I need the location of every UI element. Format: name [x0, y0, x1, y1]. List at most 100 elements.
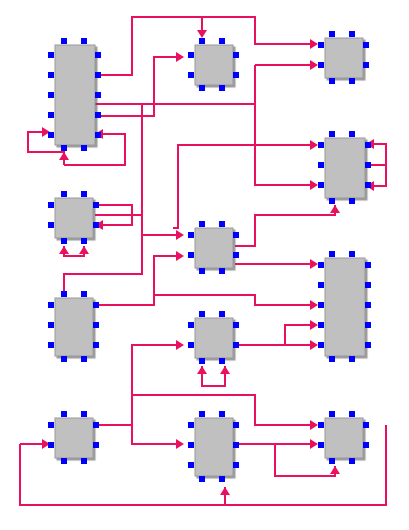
port-bottom[interactable] — [199, 476, 205, 482]
port-top[interactable] — [199, 311, 205, 317]
block-body[interactable] — [194, 317, 234, 359]
port-right[interactable] — [363, 62, 369, 68]
port-left[interactable] — [318, 42, 324, 48]
port-top[interactable] — [219, 221, 225, 227]
block-f[interactable] — [188, 221, 239, 274]
port-left[interactable] — [188, 422, 194, 428]
wire-a-down-to-g[interactable] — [63, 104, 143, 295]
block-k[interactable] — [48, 411, 99, 464]
port-bottom[interactable] — [349, 356, 355, 362]
port-top[interactable] — [199, 221, 205, 227]
port-left[interactable] — [318, 342, 324, 348]
port-bottom[interactable] — [329, 458, 335, 464]
port-bottom[interactable] — [219, 476, 225, 482]
port-left[interactable] — [188, 72, 194, 78]
port-left[interactable] — [318, 422, 324, 428]
port-bottom[interactable] — [329, 356, 335, 362]
port-right[interactable] — [95, 52, 101, 58]
port-right[interactable] — [233, 462, 239, 468]
port-left[interactable] — [318, 182, 324, 188]
port-left[interactable] — [318, 442, 324, 448]
port-left[interactable] — [318, 62, 324, 68]
port-bottom[interactable] — [349, 198, 355, 204]
port-right[interactable] — [95, 112, 101, 118]
port-top[interactable] — [61, 191, 67, 197]
wire-loop-right-of-a[interactable] — [64, 133, 126, 166]
port-right[interactable] — [365, 282, 371, 288]
wire-k-to-j[interactable] — [95, 344, 182, 426]
port-right[interactable] — [233, 342, 239, 348]
port-bottom[interactable] — [219, 85, 225, 91]
block-body[interactable] — [194, 417, 234, 477]
port-bottom[interactable] — [81, 145, 87, 151]
port-top[interactable] — [329, 31, 335, 37]
block-body[interactable] — [54, 417, 94, 459]
port-right[interactable] — [365, 322, 371, 328]
block-i[interactable] — [318, 251, 371, 362]
block-l[interactable] — [188, 411, 239, 482]
port-top[interactable] — [329, 251, 335, 257]
port-top[interactable] — [219, 411, 225, 417]
port-right[interactable] — [365, 182, 371, 188]
port-left[interactable] — [188, 322, 194, 328]
port-bottom[interactable] — [219, 268, 225, 274]
port-top[interactable] — [329, 411, 335, 417]
port-right[interactable] — [233, 52, 239, 58]
wire-bus-to-h[interactable] — [254, 104, 316, 186]
port-bottom[interactable] — [219, 358, 225, 364]
wire-g-to-f[interactable] — [95, 255, 182, 306]
port-top[interactable] — [81, 411, 87, 417]
port-bottom[interactable] — [61, 145, 67, 151]
port-right[interactable] — [233, 442, 239, 448]
port-right[interactable] — [365, 142, 371, 148]
port-left[interactable] — [48, 52, 54, 58]
port-top[interactable] — [81, 38, 87, 44]
port-left[interactable] — [318, 282, 324, 288]
port-left[interactable] — [318, 322, 324, 328]
port-top[interactable] — [219, 311, 225, 317]
port-right[interactable] — [233, 322, 239, 328]
port-left[interactable] — [188, 232, 194, 238]
port-right[interactable] — [93, 322, 99, 328]
wire-feedback-to-a[interactable] — [95, 56, 182, 117]
port-right[interactable] — [233, 252, 239, 258]
port-bottom[interactable] — [61, 238, 67, 244]
port-bottom[interactable] — [61, 458, 67, 464]
port-right[interactable] — [363, 442, 369, 448]
wire-g-to-i[interactable] — [154, 294, 316, 306]
wire-a-to-b-top[interactable] — [95, 16, 203, 76]
port-top[interactable] — [199, 411, 205, 417]
port-right[interactable] — [93, 342, 99, 348]
port-right[interactable] — [363, 422, 369, 428]
port-right[interactable] — [365, 162, 371, 168]
port-left[interactable] — [318, 142, 324, 148]
port-right[interactable] — [93, 222, 99, 228]
block-c[interactable] — [318, 31, 369, 84]
port-top[interactable] — [349, 411, 355, 417]
port-right[interactable] — [93, 302, 99, 308]
port-left[interactable] — [48, 442, 54, 448]
port-right[interactable] — [363, 42, 369, 48]
port-top[interactable] — [81, 291, 87, 297]
port-bottom[interactable] — [81, 356, 87, 362]
block-m[interactable] — [318, 411, 369, 464]
port-left[interactable] — [48, 92, 54, 98]
port-left[interactable] — [188, 52, 194, 58]
port-bottom[interactable] — [349, 458, 355, 464]
port-left[interactable] — [48, 422, 54, 428]
wire-bottom-feedback[interactable] — [19, 425, 387, 506]
port-right[interactable] — [93, 442, 99, 448]
port-top[interactable] — [199, 38, 205, 44]
port-right[interactable] — [93, 202, 99, 208]
port-left[interactable] — [188, 342, 194, 348]
block-body[interactable] — [324, 137, 366, 199]
block-body[interactable] — [324, 37, 364, 79]
port-bottom[interactable] — [199, 358, 205, 364]
port-right[interactable] — [93, 422, 99, 428]
port-right[interactable] — [95, 92, 101, 98]
wire-h-loop-top[interactable] — [366, 143, 387, 166]
block-e[interactable] — [48, 191, 99, 244]
block-body[interactable] — [194, 227, 234, 269]
block-a[interactable] — [48, 38, 101, 151]
port-top[interactable] — [219, 38, 225, 44]
